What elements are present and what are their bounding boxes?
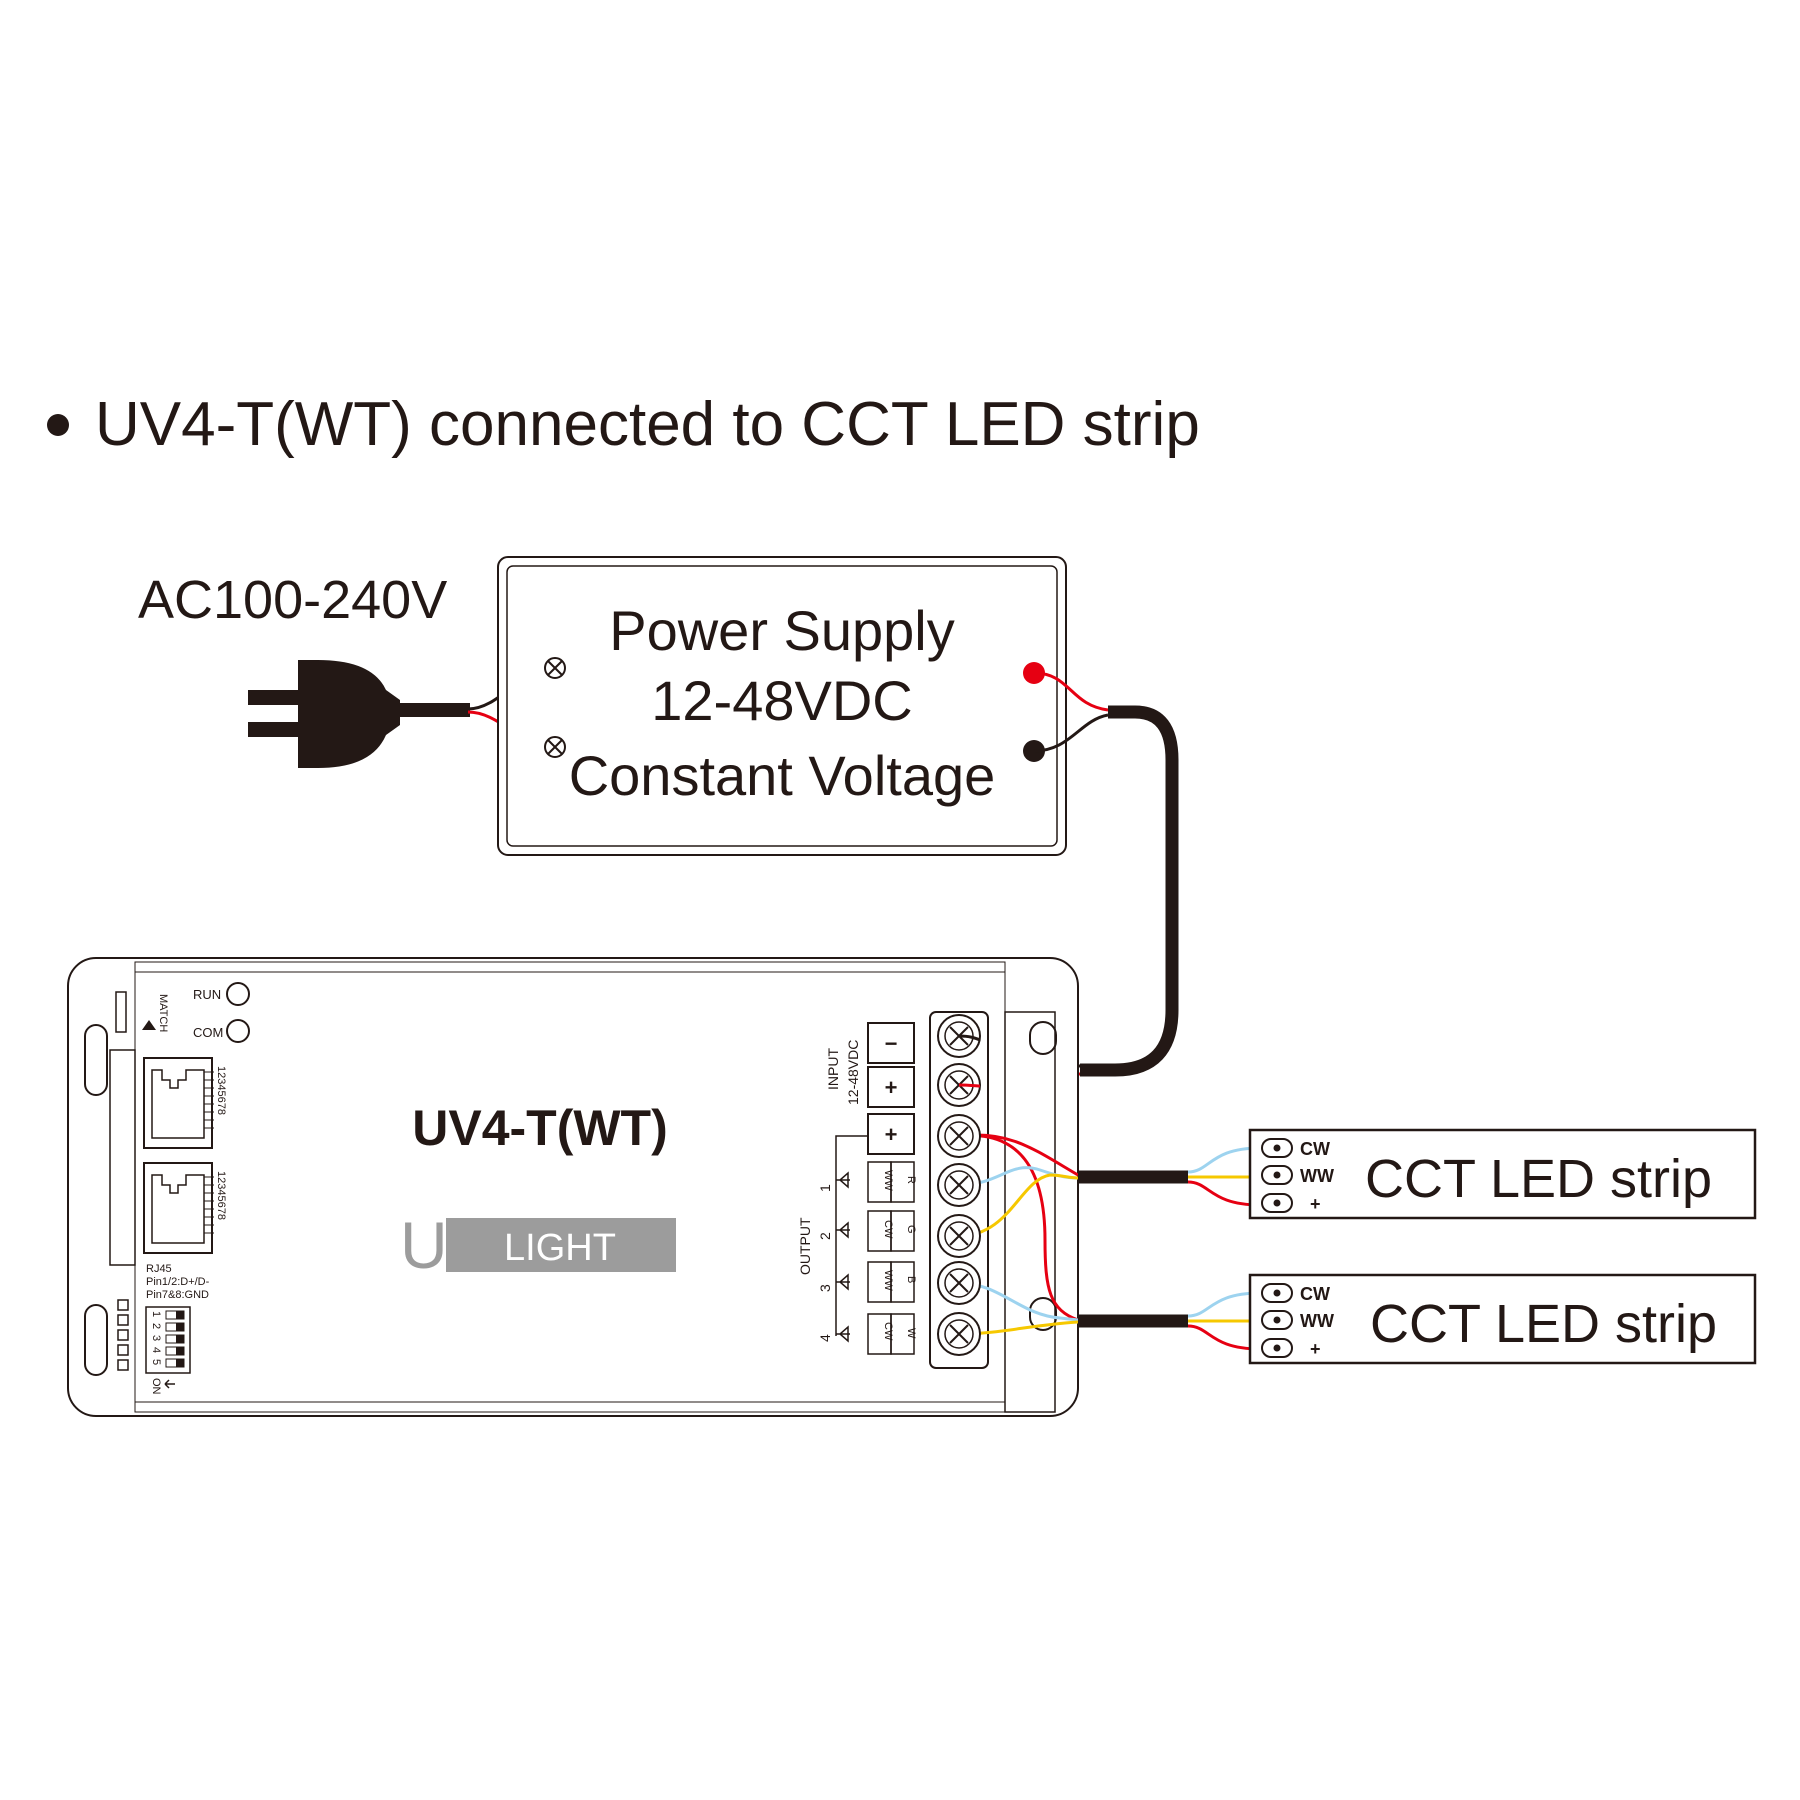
dip-switch[interactable]: 1 2 3 4 5 (145, 1306, 191, 1374)
match-arrow-icon (142, 1020, 156, 1030)
strip-pad-icon (1261, 1138, 1293, 1213)
dip-number-1: 1 (150, 1311, 162, 1317)
strip-1-label: CCT LED strip (1365, 1149, 1712, 1209)
svg-text:2: 2 (817, 1232, 833, 1240)
led-strip-2: CW WW + CCT LED strip (1248, 1273, 1757, 1365)
strip-pad-icon (1261, 1283, 1293, 1358)
mount-hole-bottom (1029, 1297, 1057, 1331)
svg-text:W: W (905, 1328, 917, 1339)
strip-2-pin-cw: CW (1300, 1284, 1330, 1304)
match-button[interactable] (115, 991, 127, 1033)
led-icon (836, 1273, 850, 1291)
com-led (226, 1019, 250, 1043)
output-plus-box: + (867, 1113, 915, 1155)
dc-output-wires (1033, 671, 1109, 753)
output-channel-1: 1 WW R (817, 1161, 917, 1203)
ps-ac-terminal-icon (544, 657, 566, 758)
dip-number-2: 2 (150, 1323, 162, 1329)
strip-1-pin-ww: WW (1300, 1166, 1334, 1186)
screw-icon (937, 1214, 981, 1258)
svg-text:1: 1 (817, 1184, 833, 1192)
dip-on-arrow-icon (164, 1379, 175, 1389)
led-icon (836, 1325, 850, 1343)
svg-text:R: R (905, 1176, 917, 1184)
svg-text:3: 3 (817, 1284, 833, 1292)
power-supply: Power Supply 12-48VDC Constant Voltage (497, 556, 1067, 856)
svg-text:WW: WW (882, 1170, 894, 1191)
ac-plug-icon (248, 660, 470, 768)
rj45-pin-desc-1: Pin1/2:D+/D- (146, 1276, 210, 1288)
svg-text:−: − (885, 1031, 898, 1056)
input-label: INPUT (825, 1048, 841, 1090)
led-icon (836, 1221, 850, 1239)
dip-number-4: 4 (150, 1347, 162, 1353)
controller: MATCH RUN COM 12345678 (67, 957, 1079, 1417)
rj45-2-pin-numbers: 12345678 (215, 1171, 227, 1220)
ac-voltage-label: AC100-240V (138, 570, 447, 630)
strip-2-pin-plus: + (1310, 1339, 1321, 1359)
svg-text:+: + (885, 1122, 898, 1147)
led-strip-1: CW WW + CCT LED strip (1248, 1128, 1757, 1220)
output-channel-3: 3 WW B (817, 1261, 917, 1303)
run-led (226, 982, 250, 1006)
dc-cable (1080, 705, 1179, 1077)
input-minus-box: − (867, 1022, 915, 1064)
mount-hole-top (1029, 1021, 1057, 1055)
strip-2-label: CCT LED strip (1370, 1294, 1717, 1354)
match-label: MATCH (157, 994, 169, 1032)
ps-voltage: 12-48VDC (651, 669, 912, 732)
input-voltage-label: 12-48VDC (845, 1040, 861, 1105)
screw-icon (937, 1261, 981, 1305)
svg-text:B: B (905, 1276, 917, 1283)
strip-1-pin-cw: CW (1300, 1139, 1330, 1159)
strip-1-pin-plus: + (1310, 1194, 1321, 1214)
svg-text:G: G (905, 1225, 917, 1234)
svg-text:+: + (885, 1075, 898, 1100)
svg-text:LIGHT: LIGHT (504, 1227, 616, 1269)
ps-type: Constant Voltage (569, 744, 996, 807)
screw-icon (937, 1163, 981, 1207)
ps-name: Power Supply (609, 599, 955, 662)
ulight-logo: U LIGHT (400, 1208, 676, 1282)
svg-text:CW: CW (882, 1220, 894, 1239)
rj45-pin-desc-2: Pin7&8:GND (146, 1289, 209, 1301)
title-bullet (47, 414, 69, 436)
screw-icon (937, 1114, 981, 1158)
side-notches (117, 1299, 129, 1371)
input-plus-box: + (867, 1066, 915, 1108)
output-channel-4: 4 CW W (817, 1313, 917, 1355)
diagram-title: UV4-T(WT) connected to CCT LED strip (95, 390, 1200, 459)
dip-on-label: ON (150, 1378, 162, 1395)
strip-2-pin-ww: WW (1300, 1311, 1334, 1331)
input-terminal-wires (958, 1034, 981, 1088)
dip-number-5: 5 (150, 1359, 162, 1365)
rj45-1-pin-numbers: 12345678 (215, 1066, 227, 1115)
rj45-port-1[interactable]: 12345678 (143, 1057, 227, 1149)
svg-text:WW: WW (882, 1270, 894, 1291)
output-channel-2: 2 CW G (817, 1210, 917, 1252)
run-label: RUN (193, 987, 221, 1002)
svg-text:4: 4 (817, 1334, 833, 1342)
svg-text:U: U (400, 1208, 448, 1282)
led-icon (836, 1171, 850, 1189)
output-label: OUTPUT (797, 1217, 813, 1275)
dip-number-3: 3 (150, 1335, 162, 1341)
rj45-label: RJ45 (146, 1263, 172, 1275)
com-label: COM (193, 1025, 223, 1040)
rj45-port-2[interactable]: 12345678 (143, 1162, 227, 1254)
screw-icon (937, 1312, 981, 1356)
svg-text:CW: CW (882, 1322, 894, 1341)
controller-model: UV4-T(WT) (412, 1100, 668, 1156)
